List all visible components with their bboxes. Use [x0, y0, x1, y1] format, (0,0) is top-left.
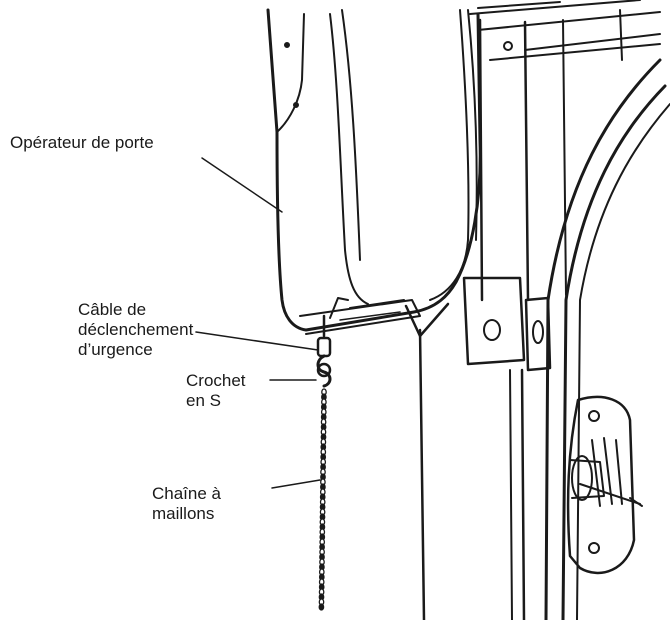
door-operator-housing [266, 8, 482, 338]
link-chain [318, 388, 327, 611]
s-hook [316, 354, 332, 388]
leader-line-door-operator [201, 157, 283, 213]
label-emergency-release-cable: Câble de déclenchement d’urgence [78, 300, 194, 359]
door-roller [566, 395, 643, 575]
emergency-release-cable [316, 314, 332, 358]
door-track [418, 0, 670, 620]
label-s-hook: Crochet en S [186, 371, 246, 410]
label-link-chain: Chaîne à maillons [152, 484, 221, 523]
leader-line-release-cable [195, 331, 319, 351]
leader-line-link-chain [271, 479, 321, 489]
label-door-operator: Opérateur de porte [10, 133, 154, 152]
mounting-bracket [462, 276, 552, 372]
